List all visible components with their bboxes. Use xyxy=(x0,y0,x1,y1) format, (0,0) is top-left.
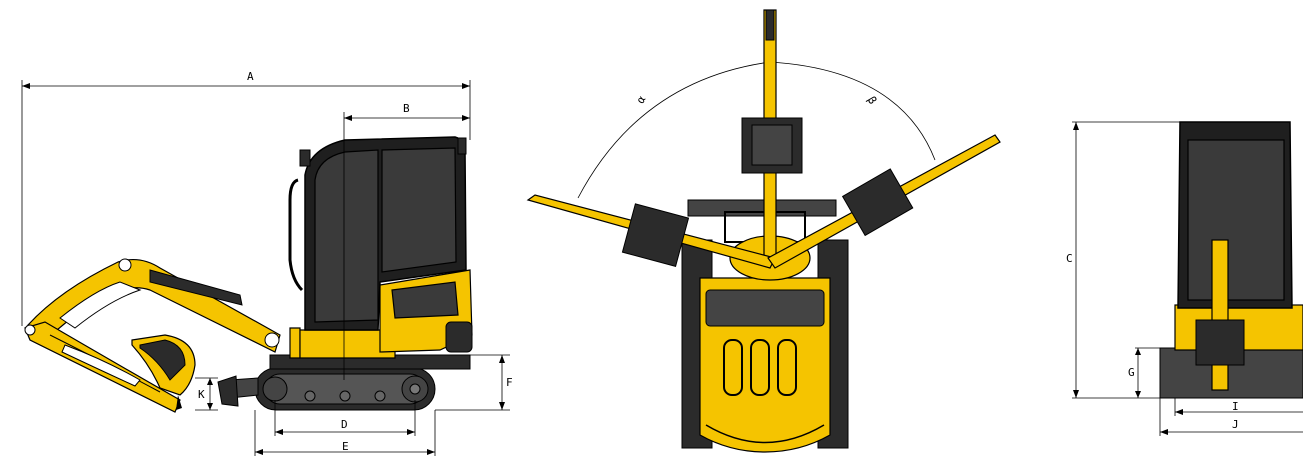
top-view: α β xyxy=(526,9,1001,453)
front-view xyxy=(1159,121,1303,399)
side-boom xyxy=(27,258,281,353)
side-dozer-blade xyxy=(217,375,259,407)
dim-label-F: F xyxy=(506,376,513,389)
front-dimensions: C G I J xyxy=(1066,121,1303,436)
side-track xyxy=(254,367,436,411)
side-view xyxy=(24,136,473,413)
dim-label-G: G xyxy=(1128,366,1135,379)
dim-label-K: K xyxy=(198,388,205,401)
dim-label-J: J xyxy=(1232,418,1239,431)
dim-label-A: A xyxy=(247,70,254,83)
dim-label-B: B xyxy=(403,102,410,115)
dim-label-C: C xyxy=(1066,252,1073,265)
side-upper-body xyxy=(269,269,473,370)
dim-label-I: I xyxy=(1232,400,1239,413)
dim-label-E: E xyxy=(342,440,349,453)
side-cab xyxy=(288,136,467,331)
angle-label-alpha: α xyxy=(634,93,649,106)
side-dimensions: A B D E F K xyxy=(21,70,513,456)
dim-label-D: D xyxy=(341,418,348,431)
side-bucket xyxy=(131,334,196,410)
angle-label-beta: β xyxy=(865,94,880,107)
